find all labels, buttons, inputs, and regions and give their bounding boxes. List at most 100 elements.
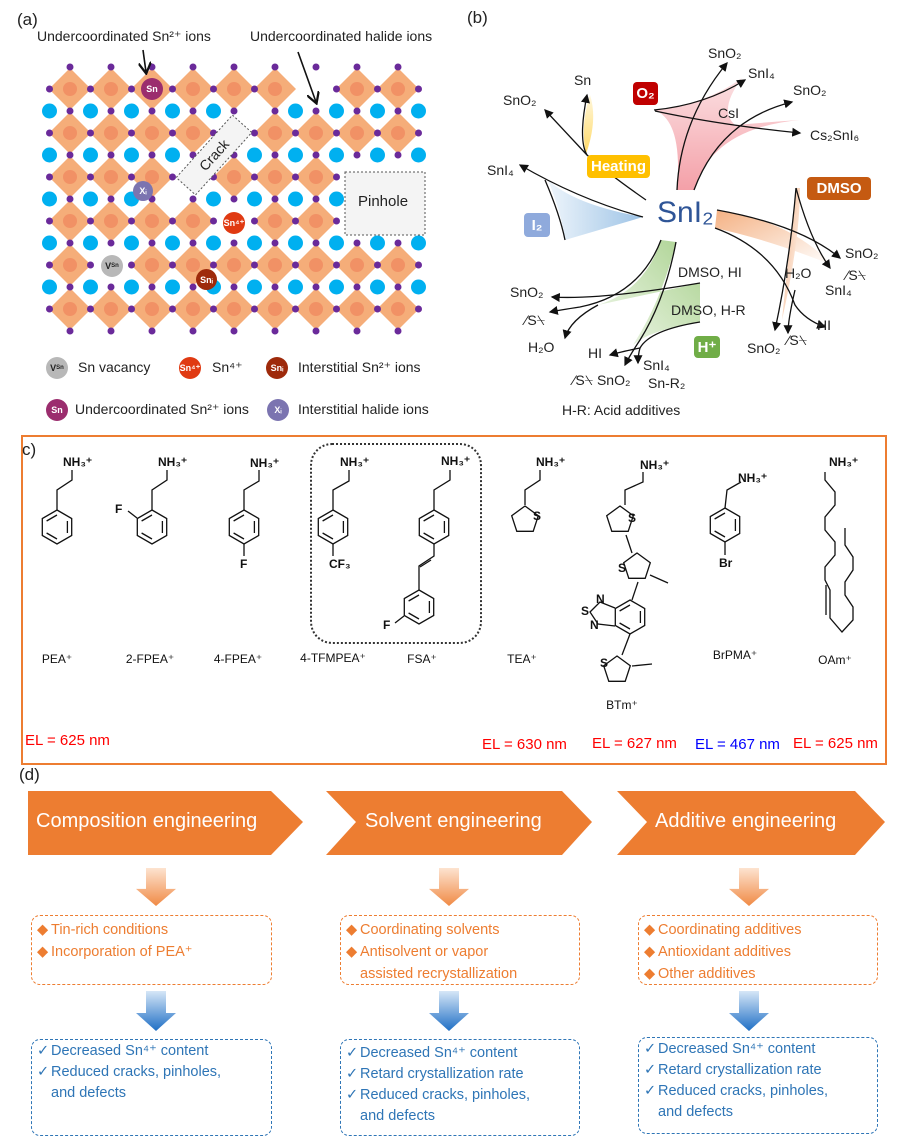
sn-center-atom xyxy=(63,170,77,184)
sn-octahedron xyxy=(336,112,378,154)
outcome-item: ✓Retard crystallization rate xyxy=(644,1062,822,1078)
halide-ion xyxy=(251,129,258,137)
sn-octahedron xyxy=(131,112,173,154)
legend-symbol-undercoordinated-sn: Sn xyxy=(46,399,68,421)
sn-octahedron xyxy=(336,244,378,286)
halide-ion xyxy=(169,305,176,313)
nh3-label: NH₃⁺ xyxy=(340,455,370,469)
sn-center-atom xyxy=(186,258,200,272)
sn-octahedron xyxy=(336,288,378,330)
outcome-item: and defects xyxy=(360,1108,435,1124)
atom-br: Br xyxy=(719,556,733,570)
product-label: HI xyxy=(588,345,602,361)
halide-ion xyxy=(107,327,115,335)
sn-octahedron xyxy=(131,200,173,242)
a-site-cation xyxy=(83,103,98,119)
a-site-cation xyxy=(165,279,180,295)
sn-octahedron xyxy=(377,112,419,154)
sn-octahedron xyxy=(213,156,255,198)
arrow-halide xyxy=(297,51,316,102)
strategy-item: ◆Antioxidant additives xyxy=(644,944,791,960)
a-site-cation xyxy=(206,103,221,119)
nh3-label: NH₃⁺ xyxy=(63,455,93,469)
a-site-cation xyxy=(288,147,303,163)
halide-ion xyxy=(353,107,361,115)
sn-octahedron xyxy=(131,244,173,286)
molecule-name: PEA⁺ xyxy=(41,652,73,666)
halide-ion xyxy=(128,129,135,137)
sn-center-atom xyxy=(63,126,77,140)
sn-octahedron xyxy=(377,244,419,286)
halide-ion xyxy=(107,107,115,115)
product-label: Cs₂SnI₆ xyxy=(810,127,860,143)
dotted-group-box xyxy=(310,443,482,644)
sn-octahedron xyxy=(254,68,296,110)
halide-ion xyxy=(333,305,340,313)
arrow-sn xyxy=(143,49,146,72)
a-site-cation xyxy=(83,191,98,207)
sn-octahedron xyxy=(254,156,296,198)
product-label: ⁄S⍀ xyxy=(787,332,808,348)
halide-ion xyxy=(312,195,320,203)
a-site-cation xyxy=(206,235,221,251)
sn-center-atom xyxy=(186,214,200,228)
molecule-name: FSA⁺ xyxy=(407,652,437,666)
sn-center-atom xyxy=(104,214,118,228)
el-value: EL = 467 nm xyxy=(695,736,780,753)
sn-center-atom xyxy=(268,170,282,184)
halide-ion xyxy=(374,261,381,269)
halide-ion xyxy=(128,261,135,269)
column-title: Solvent engineering xyxy=(365,810,542,832)
molecule-name: BTm⁺ xyxy=(606,698,638,712)
halide-ion xyxy=(415,261,422,269)
sn-center-atom xyxy=(104,170,118,184)
halide-ion xyxy=(292,217,299,225)
strategy-item: ◆Antisolvent or vapor xyxy=(346,944,489,960)
halide-ion xyxy=(271,239,279,247)
undercoordinated-sn-atom: Sn xyxy=(141,78,163,100)
a-site-cation xyxy=(165,103,180,119)
halide-ion xyxy=(374,129,381,137)
halide-ion xyxy=(230,327,238,335)
sn-octahedron xyxy=(377,288,419,330)
halide-ion xyxy=(210,129,217,137)
sn-octahedron xyxy=(90,200,132,242)
product-label: H₂O xyxy=(528,339,555,355)
halide-ion xyxy=(251,305,258,313)
a-site-cation xyxy=(329,147,344,163)
sn-center-atom xyxy=(309,126,323,140)
halide-ion xyxy=(271,107,279,115)
outcome-item: and defects xyxy=(658,1104,733,1120)
product-label: SnI₄ xyxy=(748,65,775,81)
halide-ion xyxy=(46,173,53,181)
halide-ion xyxy=(169,217,176,225)
outcome-item: ✓Decreased Sn⁴⁺ content xyxy=(37,1043,209,1059)
halide-ion xyxy=(271,151,279,159)
sn-center-atom xyxy=(63,258,77,272)
a-site-cation xyxy=(411,235,426,251)
molecule-name: 4-TFMPEA⁺ xyxy=(300,651,366,665)
halide-ion xyxy=(66,327,74,335)
halide-ion xyxy=(210,85,217,93)
halide-ion xyxy=(271,327,279,335)
sn-center-atom xyxy=(268,214,282,228)
molecule-name: TEA⁺ xyxy=(507,652,537,666)
h-wedge xyxy=(598,240,700,345)
sn-octahedron xyxy=(49,244,91,286)
product-label: ⁄S⍀ SnO₂ xyxy=(573,372,631,388)
outcome-box: ✓Decreased Sn⁴⁺ content ✓Reduced cracks,… xyxy=(31,1039,272,1136)
halide-ion xyxy=(148,63,156,71)
halide-ion xyxy=(87,261,94,269)
halide-ion xyxy=(66,283,74,291)
sn-center-atom xyxy=(268,258,282,272)
halide-ion xyxy=(87,173,94,181)
sn-center-atom xyxy=(63,214,77,228)
strategy-item: ◆Other additives xyxy=(644,966,756,982)
dmso-wedge-vertical xyxy=(782,188,800,320)
halide-ion xyxy=(189,283,197,291)
molecule-box xyxy=(21,435,887,765)
sn-octahedron xyxy=(254,244,296,286)
interstitial-sn-atom: Snᵢ xyxy=(196,269,217,290)
sn-center-atom xyxy=(145,214,159,228)
a-site-cation xyxy=(288,235,303,251)
